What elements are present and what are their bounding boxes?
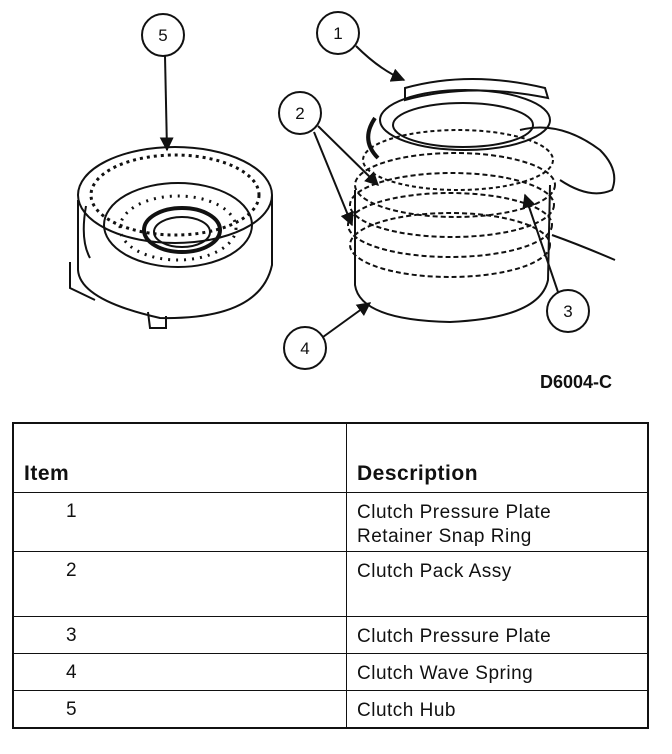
description-line: Clutch Pressure Plate — [357, 626, 552, 647]
table-header-row: Item Description — [12, 422, 649, 493]
callout-3: 3 — [522, 193, 590, 333]
svg-text:5: 5 — [158, 26, 167, 45]
callout-4: 4 — [283, 302, 372, 370]
clutch-hub-drawing — [69, 146, 273, 329]
exploded-illustration: 1 2 3 4 5 — [69, 11, 616, 370]
svg-text:2: 2 — [295, 104, 304, 123]
item-description: Clutch Hub — [346, 690, 649, 729]
svg-text:1: 1 — [333, 24, 342, 43]
parts-table: Item Description 1 Clutch Pressure Plate… — [12, 422, 649, 729]
description-line: Clutch Hub — [357, 700, 456, 721]
description-line: Clutch Wave Spring — [357, 663, 534, 684]
table-row: 1 Clutch Pressure Plate Retainer Snap Ri… — [12, 492, 649, 552]
item-number: 5 — [12, 690, 347, 729]
figure-id-label: D6004-C — [540, 372, 613, 392]
table-row: 2 Clutch Pack Assy — [12, 551, 649, 617]
item-number: 4 — [12, 653, 347, 691]
description-line: Clutch Pressure Plate — [357, 502, 552, 523]
callout-1: 1 — [316, 11, 406, 82]
description-line: Clutch Pack Assy — [357, 561, 512, 582]
description-line: Retainer Snap Ring — [357, 526, 532, 547]
callout-5: 5 — [141, 13, 185, 152]
item-description: Clutch Pack Assy — [346, 551, 649, 617]
item-column-header: Item — [12, 422, 347, 493]
item-description: Clutch Pressure Plate — [346, 616, 649, 654]
item-number: 2 — [12, 551, 347, 617]
svg-text:4: 4 — [300, 339, 309, 358]
table-row: 5 Clutch Hub — [12, 690, 649, 729]
callout-2: 2 — [278, 91, 379, 227]
item-description: Clutch Wave Spring — [346, 653, 649, 691]
svg-text:3: 3 — [563, 302, 572, 321]
clutch-pack-drawing — [347, 78, 616, 324]
table-row: 3 Clutch Pressure Plate — [12, 616, 649, 654]
item-number: 3 — [12, 616, 347, 654]
item-description: Clutch Pressure Plate Retainer Snap Ring — [346, 492, 649, 552]
item-number: 1 — [12, 492, 347, 552]
table-row: 4 Clutch Wave Spring — [12, 653, 649, 691]
description-column-header: Description — [346, 422, 649, 493]
